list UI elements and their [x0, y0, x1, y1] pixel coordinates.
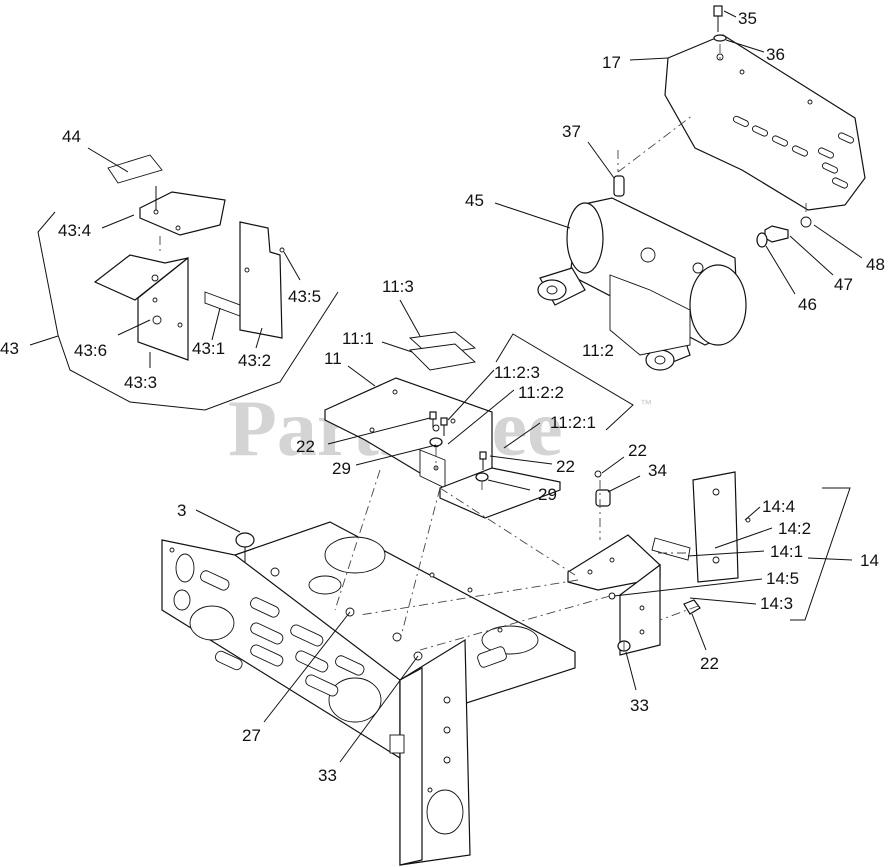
label-22-d: 22 [700, 654, 719, 673]
label-11-1: 11:1 [342, 329, 374, 348]
pad-44 [107, 154, 163, 184]
label-11-2-3: 11:2:3 [494, 363, 540, 382]
label-14-2: 14:2 [778, 519, 811, 538]
label-37: 37 [562, 122, 581, 141]
label-11-2: 11:2 [582, 341, 614, 360]
heat-shield-17 [664, 34, 866, 228]
label-11-2-1: 11:2:1 [550, 413, 596, 432]
label-43-1: 43:1 [192, 339, 225, 358]
label-43-6: 43:6 [74, 341, 107, 360]
leader-lines [29, 10, 863, 763]
label-33-b: 33 [318, 766, 337, 785]
label-22-c: 22 [628, 441, 647, 460]
label-43-4: 43:4 [58, 221, 91, 240]
label-43-3: 43:3 [124, 373, 157, 392]
pad-11-1 [409, 343, 476, 371]
label-43-5: 43:5 [288, 287, 321, 306]
knob-part-3 [235, 532, 255, 563]
label-34: 34 [648, 461, 667, 480]
clip-34 [595, 489, 611, 507]
label-47: 47 [834, 275, 853, 294]
label-43: 43 [0, 339, 19, 358]
bracket-43 [93, 154, 285, 361]
plate-11 [324, 377, 561, 519]
label-3: 3 [177, 501, 186, 520]
bracket-14 [567, 470, 751, 656]
label-45: 45 [465, 191, 484, 210]
label-14-3: 14:3 [760, 594, 793, 613]
label-29-b: 29 [538, 485, 557, 504]
bolt-47 [764, 225, 789, 243]
washer-46 [756, 232, 768, 248]
label-33-a: 33 [630, 696, 649, 715]
label-46: 46 [798, 295, 817, 314]
label-17: 17 [602, 53, 621, 72]
muffler-45 [537, 175, 747, 371]
label-35: 35 [738, 9, 757, 28]
label-11-2-2: 11:2:2 [518, 383, 564, 402]
label-36: 36 [766, 45, 785, 64]
bolt-35 [713, 5, 723, 17]
bolt-22-right [683, 599, 701, 615]
label-14: 14 [860, 551, 879, 570]
label-14-5: 14:5 [766, 569, 799, 588]
label-43-2: 43:2 [238, 351, 271, 370]
label-22-a: 22 [296, 437, 315, 456]
label-44: 44 [62, 127, 81, 146]
washer-36 [713, 34, 727, 42]
label-11-3: 11:3 [382, 277, 414, 296]
alignment-lines [159, 44, 807, 651]
main-frame [161, 521, 576, 866]
watermark-trademark: ™ [640, 397, 652, 411]
label-14-4: 14:4 [762, 497, 795, 516]
label-11: 11 [324, 349, 342, 368]
label-29-a: 29 [332, 459, 351, 478]
label-14-1: 14:1 [770, 542, 803, 561]
label-27: 27 [242, 726, 261, 745]
label-22-b: 22 [556, 457, 575, 476]
label-48: 48 [866, 255, 885, 274]
fasteners-22-29 [429, 411, 489, 482]
part-labels: 35 36 17 37 45 48 47 46 44 43:4 43:5 43 … [0, 9, 885, 785]
